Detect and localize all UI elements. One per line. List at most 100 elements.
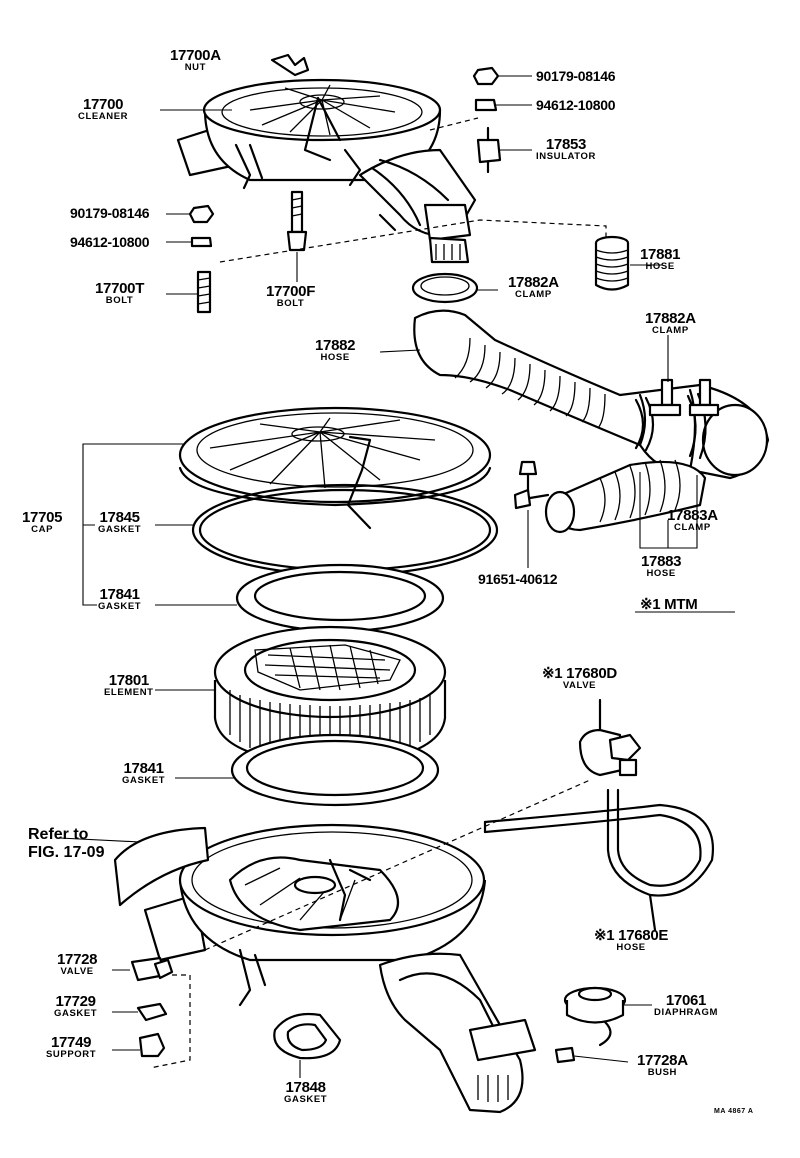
part-name: VALVE — [562, 680, 597, 691]
label-17841-upper: 17841 GASKET — [98, 587, 141, 612]
part-name: SUPPORT — [46, 1049, 97, 1060]
part-number: 17700A — [170, 47, 221, 64]
part-name: GASKET — [284, 1094, 328, 1105]
label-90179-08146-top: 90179-08146 — [536, 69, 616, 83]
figure-code-text: MA 4867 A — [714, 1108, 754, 1115]
part-number: 17882 — [315, 337, 356, 354]
heat-stove-shape-icon — [59, 826, 210, 907]
label-17749: 17749 SUPPORT — [46, 1035, 96, 1060]
part-number: 94612-10800 — [70, 234, 150, 250]
stud-bolt-icon — [196, 190, 308, 314]
diaphragm-icon — [563, 986, 627, 1047]
valve-17728-icon — [130, 956, 174, 982]
bolt-icon — [513, 460, 538, 510]
part-name: CAP — [31, 524, 54, 535]
part-name: VALVE — [60, 966, 94, 977]
part-number: 17061 — [665, 992, 707, 1009]
label-17680e: ※1 17680E HOSE — [594, 928, 668, 953]
part-name: HOSE — [320, 352, 350, 363]
inlet-hose-icon — [516, 459, 707, 534]
valve-support-icon — [138, 1032, 166, 1058]
part-number: 17853 — [545, 136, 587, 153]
part-number: 17801 — [108, 672, 150, 689]
nut-washer-icon — [188, 204, 215, 248]
label-17841-lower: 17841 GASKET — [122, 761, 165, 786]
label-17882a-upper: 17882A CLAMP — [508, 275, 559, 300]
part-name: GASKET — [98, 524, 142, 535]
part-name: HOSE — [646, 568, 676, 579]
label-17882a-lower: 17882A CLAMP — [645, 311, 696, 336]
label-17700a: 17700A NUT — [170, 48, 221, 73]
label-17882: 17882 HOSE — [315, 337, 356, 363]
part-name: GASKET — [98, 601, 142, 612]
label-17853: 17853 INSULATOR — [536, 137, 596, 162]
label-17700: 17700 CLEANER — [78, 97, 128, 122]
part-name: BUSH — [647, 1067, 678, 1078]
label-17883: 17883 HOSE — [641, 553, 682, 579]
part-number: 17848 — [285, 1079, 326, 1096]
label-17728a: 17728A BUSH — [637, 1053, 688, 1078]
part-number: 94612-10800 — [536, 97, 616, 113]
label-17705: 17705 CAP — [22, 510, 63, 535]
variant-note: ※1 MTM — [640, 596, 698, 613]
part-number: 17728A — [637, 1052, 688, 1069]
insulator-icon — [476, 126, 502, 174]
label-17883a: 17883A CLAMP — [667, 508, 718, 533]
label-17729: 17729 GASKET — [54, 994, 97, 1019]
label-17801: 17801 ELEMENT — [104, 673, 154, 698]
label-17881: 17881 HOSE — [640, 246, 681, 272]
hex-nut-icon — [472, 66, 500, 112]
label-91651-40612: 91651-40612 — [478, 571, 558, 587]
part-name: GASKET — [122, 775, 166, 786]
cleaner-body-bottom-icon — [143, 823, 537, 1114]
label-17848: 17848 GASKET — [284, 1080, 327, 1105]
corrugated-hose-icon — [594, 235, 630, 291]
label-94612-10800-left: 94612-10800 — [70, 234, 150, 250]
label-17700f: 17700F BOLT — [266, 284, 315, 309]
wing-nut-icon — [270, 53, 310, 77]
hose-clamp-pair-icon — [634, 378, 720, 460]
figure-code: MA 4867 A — [714, 1108, 753, 1115]
part-name: ELEMENT — [104, 687, 154, 698]
label-mtm: ※1 MTM — [640, 596, 698, 613]
label-94612-10800-top: 94612-10800 — [536, 97, 616, 113]
label-17845: 17845 GASKET — [98, 510, 141, 535]
leader-lines — [82, 75, 735, 1078]
part-name: CLAMP — [673, 522, 711, 533]
part-number: 17883A — [667, 507, 718, 524]
part-number: 17882A — [508, 274, 559, 291]
label-17061: 17061 DIAPHRAGM — [654, 993, 718, 1018]
cleaner-assembly-top — [176, 78, 477, 264]
part-number: 17700T — [95, 280, 145, 297]
hose-clamp-icon — [411, 272, 479, 304]
vacuum-hose-icon — [483, 788, 715, 932]
part-number: 17881 — [640, 246, 681, 263]
part-number: 17883 — [641, 553, 682, 570]
part-number: ※1 17680D — [542, 665, 617, 682]
label-17700t: 17700T BOLT — [95, 281, 144, 306]
part-number: 17700F — [266, 283, 316, 300]
part-name: HOSE — [616, 942, 646, 953]
part-name: INSULATOR — [536, 151, 596, 162]
part-number: 90179-08146 — [70, 205, 150, 221]
part-number: 17841 — [99, 586, 140, 603]
part-number: 17729 — [55, 993, 96, 1010]
part-name: BOLT — [276, 298, 305, 309]
part-name: NUT — [184, 62, 207, 73]
label-17728: 17728 VALVE — [57, 952, 98, 977]
part-number: 17882A — [645, 310, 696, 327]
part-name: CLAMP — [514, 289, 552, 300]
part-name: BOLT — [105, 295, 134, 306]
part-name: HOSE — [645, 261, 675, 272]
bush-icon — [554, 1046, 576, 1064]
label-17680d: ※1 17680D VALVE — [542, 666, 617, 691]
part-number: 91651-40612 — [478, 571, 558, 587]
refer-line-1: Refer to — [28, 826, 89, 843]
vacuum-valve-icon — [578, 698, 642, 777]
part-name: CLAMP — [651, 325, 689, 336]
part-number: 17841 — [123, 760, 164, 777]
part-number: ※1 17680E — [594, 927, 669, 944]
lower-gasket-ring-icon — [230, 733, 440, 807]
part-name: GASKET — [54, 1008, 98, 1019]
